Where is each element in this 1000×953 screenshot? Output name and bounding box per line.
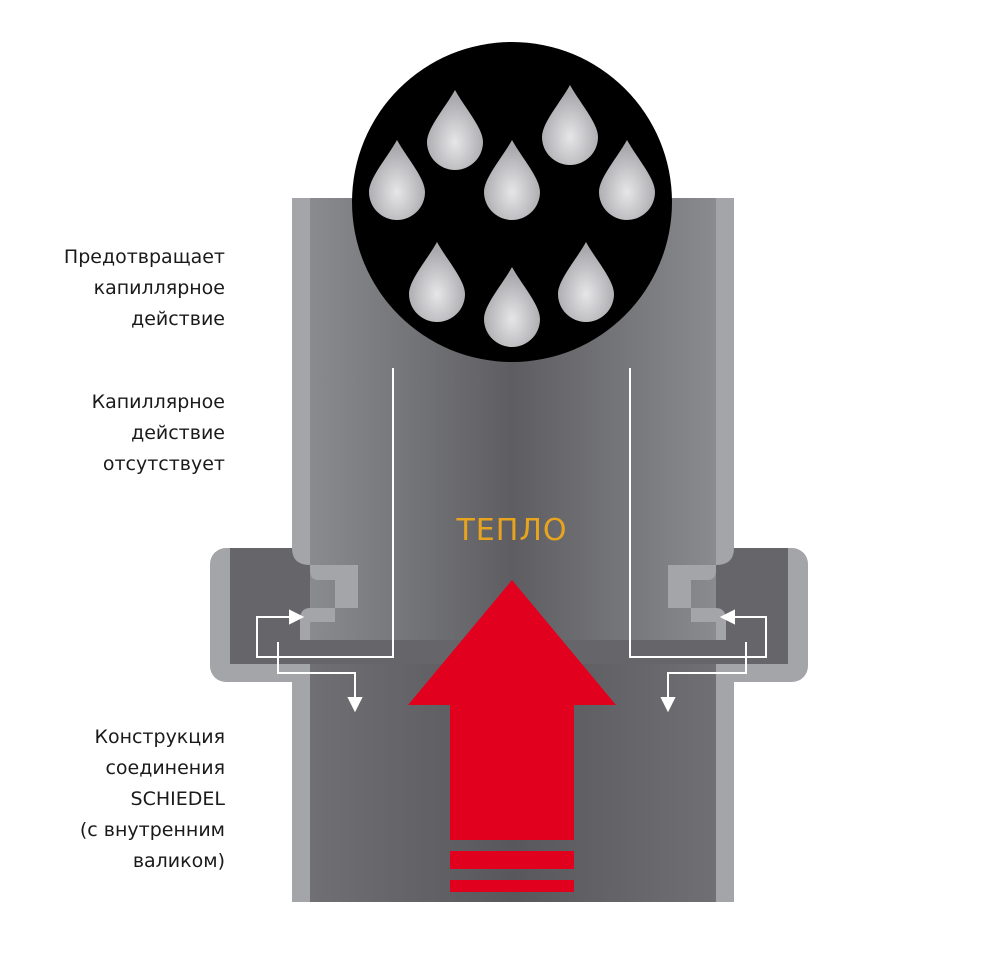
- label-no-capillary: Капиллярное действие отсутствует: [91, 391, 225, 475]
- moisture-drops-circle: [352, 42, 672, 362]
- heat-label: ТЕПЛО: [455, 513, 567, 548]
- label-joint-construction: Конструкция соединения SCHIEDEL (с внутр…: [79, 726, 225, 872]
- heat-arrow-icon: [408, 580, 616, 892]
- label-prevents-capillary: Предотвращает капиллярное действие: [63, 246, 225, 330]
- moisture-flow-arrows: [256, 368, 767, 713]
